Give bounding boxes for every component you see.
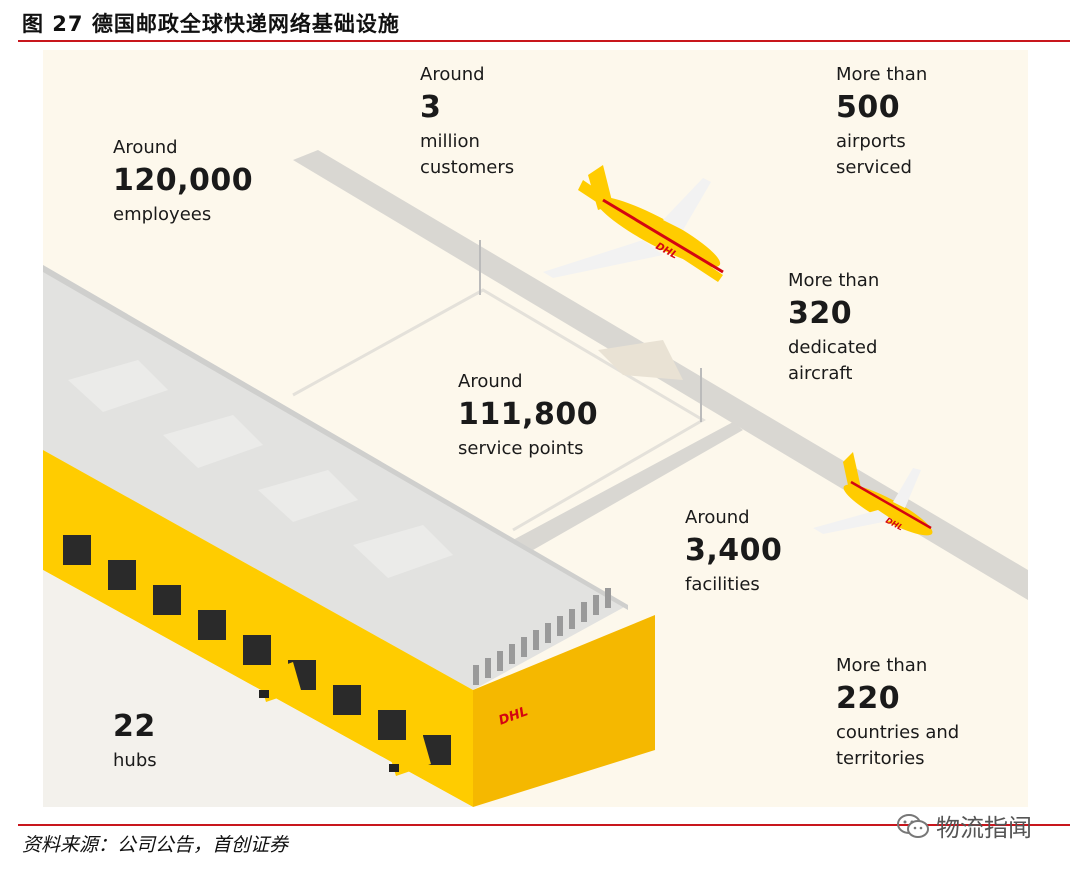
infographic-canvas: DHL DHL DHL Around 120,000 employees Aro… xyxy=(43,50,1028,807)
taxiway xyxy=(513,422,743,550)
warehouse-front-wall xyxy=(43,450,473,807)
stat-facilities: Around 3,400 facilities xyxy=(685,506,782,598)
watermark: 物流指闻 xyxy=(896,808,1032,843)
stat-customers: Around 3 million customers xyxy=(420,63,514,181)
stat-number: 111,800 xyxy=(458,397,599,432)
warehouse-side-wall xyxy=(473,615,655,807)
stat-prefix: Around xyxy=(113,137,178,158)
stat-countries: More than 220 countries and territories xyxy=(836,654,959,772)
stat-label: dedicated xyxy=(788,337,878,358)
stat-airports: More than 500 airports serviced xyxy=(836,63,927,181)
stat-label: service points xyxy=(458,438,584,459)
stat-hubs: 22 hubs xyxy=(113,706,157,774)
stat-label: airports xyxy=(836,131,906,152)
apron-outline xyxy=(292,288,706,532)
stat-number: 500 xyxy=(836,90,901,125)
stat-prefix: Around xyxy=(685,507,750,528)
infographic-illustration: DHL DHL DHL xyxy=(43,150,1028,807)
stat-label: employees xyxy=(113,204,212,225)
stat-number: 3,400 xyxy=(685,533,783,568)
stat-number: 220 xyxy=(836,681,901,716)
plane-shadow xyxy=(598,340,683,380)
stat-label: territories xyxy=(836,748,925,769)
stat-label: customers xyxy=(420,157,515,178)
stat-number: 22 xyxy=(113,709,156,744)
top-rule xyxy=(18,40,1070,42)
wechat-icon xyxy=(897,813,929,838)
stat-label: serviced xyxy=(836,157,912,178)
bottom-rule xyxy=(18,824,1070,826)
delivery-truck xyxy=(388,736,431,776)
source-note: 资料来源：公司公告，首创证券 xyxy=(22,834,289,856)
stat-label: aircraft xyxy=(788,363,853,384)
figure-title: 图 27 德国邮政全球快递网络基础设施 xyxy=(22,12,400,36)
cargo-plane: DHL xyxy=(813,452,933,536)
stat-label: facilities xyxy=(685,574,760,595)
cargo-plane: DHL xyxy=(543,165,724,282)
delivery-truck xyxy=(258,662,301,702)
stat-employees: Around 120,000 employees xyxy=(113,136,253,228)
stat-number: 3 xyxy=(420,90,442,125)
stat-prefix: Around xyxy=(458,371,523,392)
stat-label: countries and xyxy=(836,722,960,743)
stat-prefix: More than xyxy=(836,655,928,676)
stat-prefix: More than xyxy=(788,270,880,291)
stat-prefix: Around xyxy=(420,64,485,85)
stat-prefix: More than xyxy=(836,64,928,85)
stat-service-points: Around 111,800 service points xyxy=(458,370,598,462)
stat-label: hubs xyxy=(113,750,157,771)
stat-aircraft: More than 320 dedicated aircraft xyxy=(788,269,879,387)
stat-label: million xyxy=(420,131,480,152)
stat-number: 320 xyxy=(788,296,853,331)
watermark-text: 物流指闻 xyxy=(936,814,1032,842)
stat-number: 120,000 xyxy=(113,163,254,198)
